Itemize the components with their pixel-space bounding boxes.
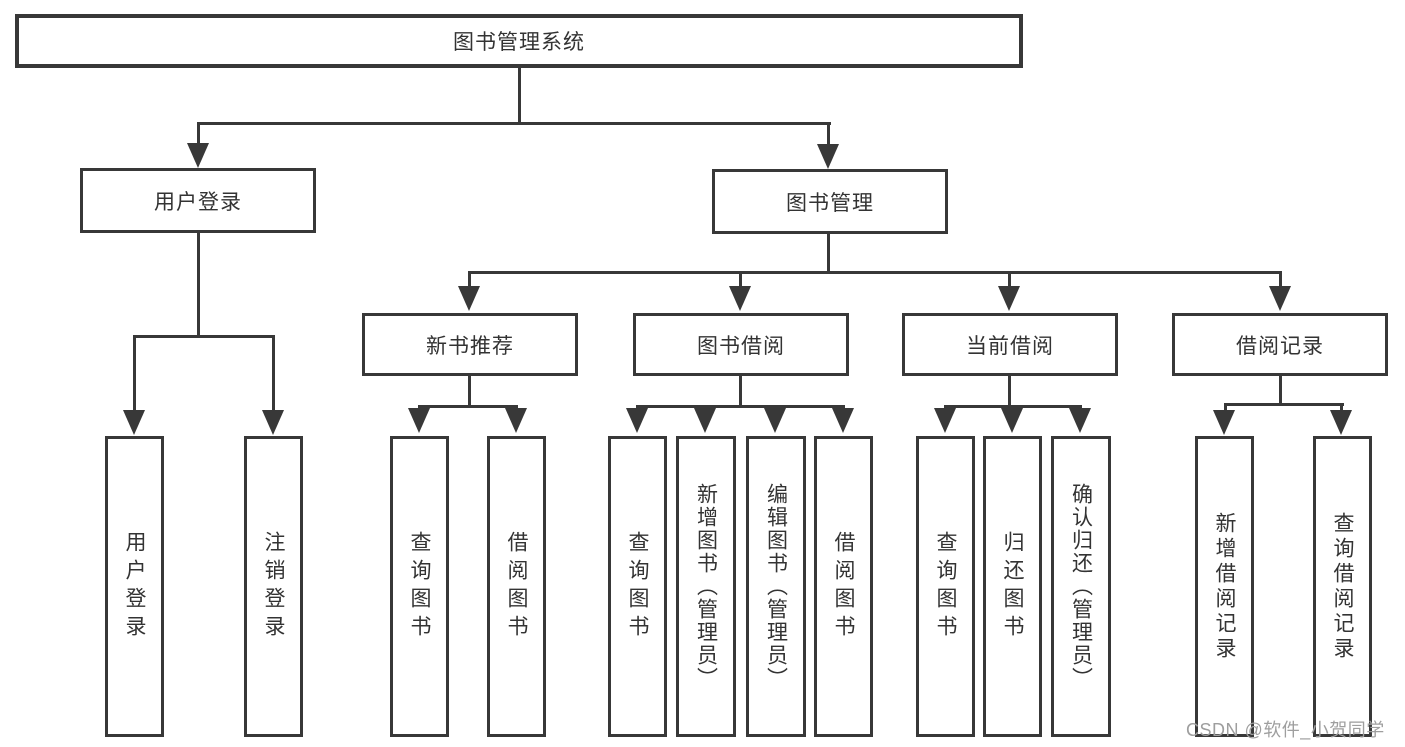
node-root: 图书管理系统 <box>15 14 1023 68</box>
arrowhead-current-borrow <box>998 286 1020 311</box>
arrowhead-book-borrow <box>729 286 751 311</box>
connector-new-book-stem <box>468 376 471 408</box>
arrowhead-nb-borrow <box>505 408 527 433</box>
leaf-cb-return-book: 归还图书 <box>983 436 1042 737</box>
leaf-bb-borrow-book: 借阅图书 <box>814 436 873 737</box>
connector-user-login-stem <box>197 232 200 338</box>
node-new-book-recommend: 新书推荐 <box>362 313 578 376</box>
connector-current-borrow-rail <box>944 405 1082 408</box>
arrowhead-cb-query <box>934 408 956 433</box>
arrowhead-book-mgmt <box>817 144 839 169</box>
arrowhead-bb-add <box>694 408 716 433</box>
connector-book-borrow-drop <box>739 271 742 288</box>
leaf-nb-query-book: 查询图书 <box>390 436 449 737</box>
connector-root-stem <box>518 66 521 124</box>
csdn-watermark: CSDN @软件_小贺同学 <box>1186 720 1385 740</box>
node-book-management: 图书管理 <box>712 169 948 234</box>
node-current-borrow: 当前借阅 <box>902 313 1118 376</box>
node-user-login: 用户登录 <box>80 168 316 233</box>
connector-br-query-drop <box>1340 403 1343 412</box>
connector-level3-rail <box>468 271 1282 274</box>
arrowhead-logout-leaf <box>262 410 284 435</box>
leaf-nb-borrow-book: 借阅图书 <box>487 436 546 737</box>
arrowhead-br-add <box>1213 410 1235 435</box>
connector-new-book-rail <box>418 405 518 408</box>
connector-logout-leaf-drop <box>272 335 275 411</box>
connector-book-mgmt-drop <box>827 122 830 148</box>
connector-book-mgmt-stem <box>827 233 830 273</box>
connector-book-borrow-stem <box>739 376 742 408</box>
leaf-cb-query-book: 查询图书 <box>916 436 975 737</box>
arrowhead-login-leaf <box>123 410 145 435</box>
connector-borrow-record-stem <box>1279 376 1282 406</box>
arrowhead-borrow-record <box>1269 286 1291 311</box>
connector-br-add-drop <box>1224 403 1227 412</box>
arrowhead-bb-edit <box>764 408 786 433</box>
connector-user-login-drop <box>197 122 200 148</box>
arrowhead-new-book <box>458 286 480 311</box>
connector-borrow-record-drop <box>1279 271 1282 288</box>
connector-current-borrow-stem <box>1008 376 1011 408</box>
leaf-user-login: 用户登录 <box>105 436 164 737</box>
arrowhead-bb-borrow <box>832 408 854 433</box>
leaf-br-query-record: 查询借阅记录 <box>1313 436 1372 737</box>
leaf-cb-confirm-return-admin: 确认归还（管理员） <box>1051 436 1111 737</box>
connector-borrow-record-rail <box>1224 403 1344 406</box>
node-borrow-record: 借阅记录 <box>1172 313 1388 376</box>
connector-new-book-drop <box>468 271 471 288</box>
node-book-borrow: 图书借阅 <box>633 313 849 376</box>
connector-book-borrow-rail <box>636 405 845 408</box>
arrowhead-user-login <box>187 143 209 168</box>
arrowhead-nb-query <box>408 408 430 433</box>
arrowhead-cb-confirm <box>1069 408 1091 433</box>
leaf-bb-edit-book-admin: 编辑图书（管理员） <box>746 436 806 737</box>
leaf-bb-query-book: 查询图书 <box>608 436 667 737</box>
connector-level2-rail <box>197 122 831 125</box>
arrowhead-bb-query <box>626 408 648 433</box>
connector-login-leaf-drop <box>133 335 136 411</box>
leaf-br-add-record: 新增借阅记录 <box>1195 436 1254 737</box>
connector-current-borrow-drop <box>1008 271 1011 288</box>
arrowhead-cb-return <box>1001 408 1023 433</box>
leaf-logout: 注销登录 <box>244 436 303 737</box>
leaf-bb-add-book-admin: 新增图书（管理员） <box>676 436 736 737</box>
arrowhead-br-query <box>1330 410 1352 435</box>
connector-user-login-rail <box>133 335 275 338</box>
